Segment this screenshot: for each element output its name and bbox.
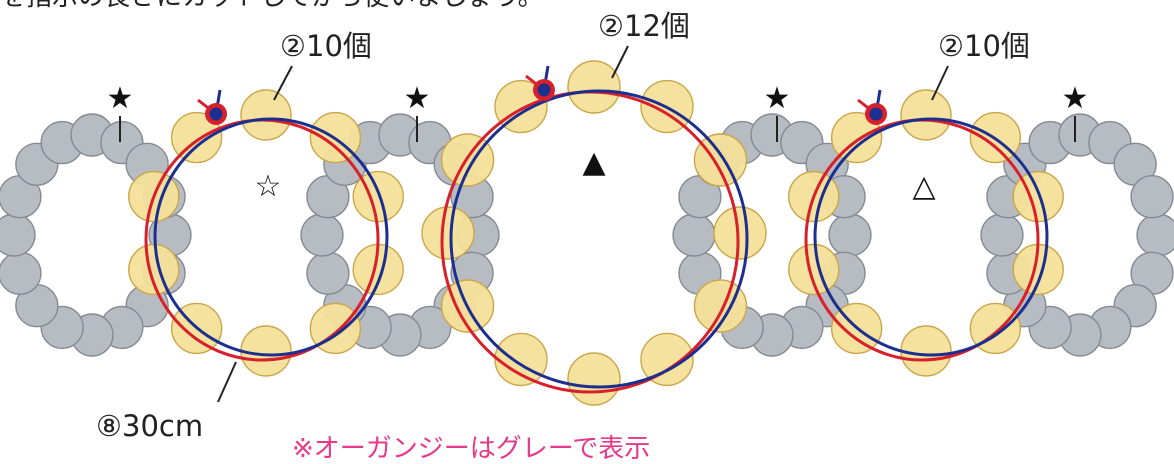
- blue-wire-center: [449, 89, 749, 389]
- gray-bead-d-0: [1136, 213, 1174, 257]
- footnote: ※オーガンジーはグレーで表示: [292, 434, 651, 464]
- wire-end-knot-core-left: [209, 107, 223, 121]
- gold-bead-center-4: [693, 279, 748, 333]
- open-triangle-icon: △: [912, 169, 935, 204]
- wire-length-label: ⑧30cm: [96, 409, 204, 443]
- leader-line-right-count: [931, 65, 949, 101]
- gray-bead-b-7: [306, 251, 350, 295]
- blue-wire-left: [153, 117, 389, 357]
- gray-bead-a-7: [0, 251, 42, 295]
- wire-end-knot-core-right: [869, 107, 883, 121]
- gray-bead-d-8: [980, 213, 1024, 257]
- gold-bead-center-7: [494, 332, 548, 387]
- open-star-icon: ☆: [255, 169, 282, 204]
- bead-ring-diagram: ★ ★ ★ ★ ☆ ▲ △: [0, 45, 1174, 406]
- gray-bead-c-8: [672, 213, 716, 257]
- gold-bead-center-0: [567, 60, 621, 114]
- gray-bead-b-8: [300, 213, 344, 257]
- gold-bead-center-9: [421, 206, 475, 260]
- wire-layer: [144, 65, 1049, 394]
- leader-line-wire-length: [217, 361, 237, 403]
- blue-wire-right: [813, 117, 1049, 357]
- filled-star-icon: ★: [404, 81, 431, 116]
- gold-bead-right-5: [900, 325, 952, 377]
- symbol-layer: ★ ★ ★ ★ ☆ ▲ △: [107, 45, 1089, 403]
- leader-line-left-count: [273, 65, 293, 101]
- gold-bead-right-0: [900, 89, 952, 141]
- center-bead-count-label: ②12個: [598, 9, 690, 43]
- gold-bead-center-2: [693, 133, 748, 187]
- left-bead-count-label: ②10個: [280, 29, 372, 63]
- right-bead-count-label: ②10個: [938, 29, 1030, 63]
- gold-bead-center-3: [713, 206, 767, 260]
- wire-end-knot-core-center: [537, 83, 551, 97]
- filled-triangle-icon: ▲: [582, 145, 605, 180]
- filled-star-icon: ★: [107, 81, 134, 116]
- filled-star-icon: ★: [1062, 81, 1089, 116]
- gray-bead-a-8: [0, 213, 36, 257]
- gold-bead-center-6: [567, 352, 621, 406]
- gray-bead-c-0: [828, 213, 872, 257]
- header-note: を指示の長さにカットしてから使いましょう。: [0, 0, 544, 10]
- gray-bead-d-15: [1130, 175, 1174, 219]
- leader-line-center-count: [611, 45, 629, 79]
- filled-star-icon: ★: [764, 81, 791, 116]
- gold-bead-left-5: [240, 325, 292, 377]
- gold-bead-left-0: [240, 89, 292, 141]
- gold-bead-center-5: [640, 332, 694, 387]
